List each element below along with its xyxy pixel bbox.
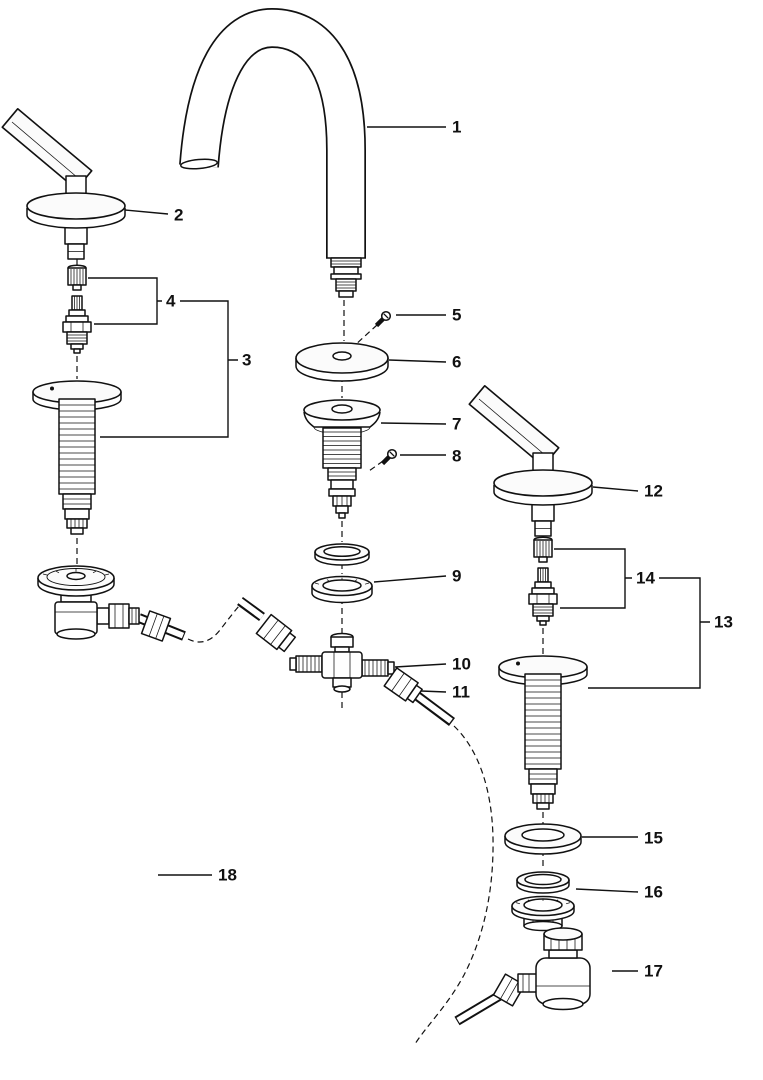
callout-11: 11 [452,683,470,702]
callout-16: 16 [644,883,663,902]
callout-18: 18 [218,866,237,885]
leader-16 [575,888,639,893]
washer-right [504,823,582,855]
callout-3: 3 [242,351,251,370]
callout-5: 5 [452,306,461,325]
cartridge-left [62,264,92,354]
axis-line-middle [341,300,345,710]
compression-fitting-right-of-tee [383,667,455,726]
leader-6 [388,359,447,363]
handle-right [468,384,593,537]
escutcheon-ring [295,342,389,382]
callout-1: 1 [452,118,461,137]
spout [179,7,366,298]
set-screw-top [353,312,390,347]
bracket-13 [588,577,710,689]
leader-7 [380,422,447,425]
set-screw-base [368,450,396,472]
tee-body [289,632,395,693]
cartridge-right [528,536,558,626]
callout-17: 17 [644,962,663,981]
callout-14: 14 [636,569,655,588]
callout-10: 10 [452,655,471,674]
bracket-3 [100,300,238,438]
bracket-14 [554,548,632,609]
callout-15: 15 [644,829,663,848]
callout-9: 9 [452,567,461,586]
valve-body-left [37,565,186,642]
spout-connector [330,257,362,298]
shank-left [32,380,122,535]
callout-12: 12 [644,482,663,501]
flex-hose-dashed-right [414,725,494,1045]
leader-2 [124,209,169,215]
callout-2: 2 [174,206,183,225]
elbow-valve-right [454,927,591,1026]
washer-set [311,543,373,604]
callout-13: 13 [714,613,733,632]
supply-nut-middle [237,596,297,653]
bracket-4 [88,277,162,325]
handle-left [1,108,126,260]
callout-4: 4 [166,292,176,311]
shank-right [498,655,588,810]
leader-11 [420,690,447,693]
callout-8: 8 [452,447,461,466]
leader-9 [373,575,447,583]
locknut-right [511,871,575,932]
mounting-base [303,399,381,519]
callout-6: 6 [452,353,461,372]
leader-10 [394,663,447,668]
callout-7: 7 [452,415,461,434]
leader-12 [592,486,639,492]
flex-hose-dashed-left [187,605,240,643]
